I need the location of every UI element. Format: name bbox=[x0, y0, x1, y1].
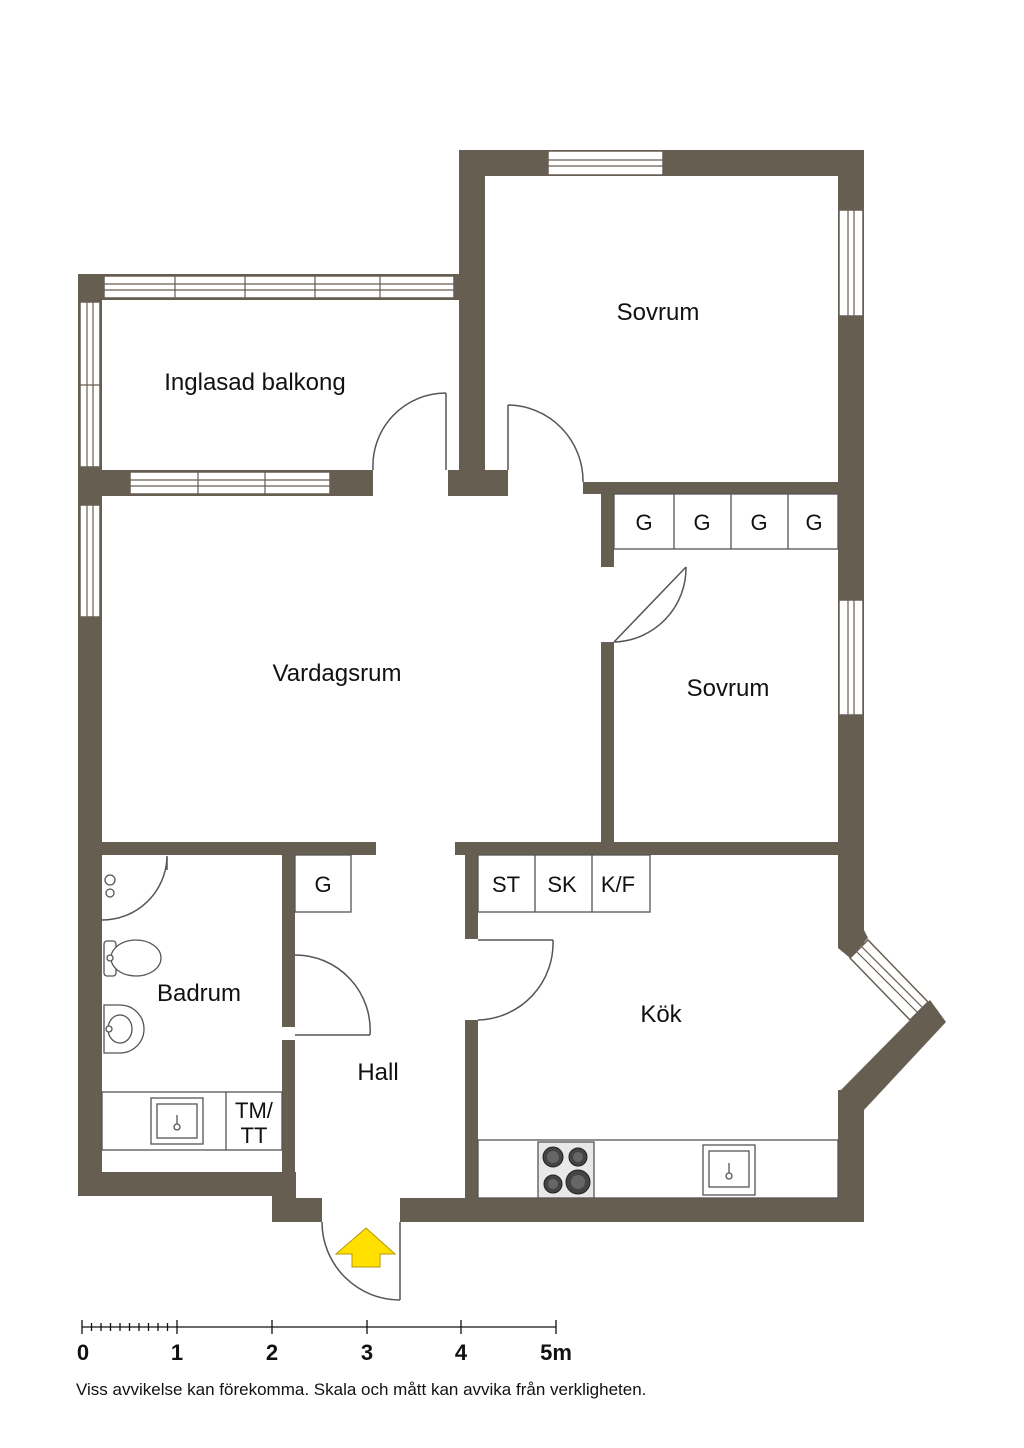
closet-label-sk: SK bbox=[547, 872, 577, 897]
closet-label-tmtt-line1: TM/ bbox=[235, 1098, 274, 1123]
closet-label-tmtt-line2: TT bbox=[241, 1123, 268, 1148]
closet-label-kf: K/F bbox=[601, 872, 635, 897]
room-label-kok: Kök bbox=[640, 1001, 682, 1028]
scale-label: 0 bbox=[77, 1340, 89, 1365]
walls bbox=[78, 150, 946, 1222]
scale-bar bbox=[81, 1320, 557, 1334]
closet-label: G bbox=[314, 872, 331, 897]
toilet-bowl bbox=[110, 939, 162, 977]
windows bbox=[79, 150, 930, 1022]
room-label-sovrum-1: Sovrum bbox=[617, 299, 700, 326]
closet-label: G bbox=[693, 510, 710, 535]
closet-label: G bbox=[805, 510, 822, 535]
entrance-arrow-icon bbox=[334, 1227, 397, 1268]
scale-label: 3 bbox=[361, 1340, 373, 1365]
scale-label: 4 bbox=[455, 1340, 468, 1365]
shower-curve bbox=[101, 857, 168, 921]
room-label-hall: Hall bbox=[357, 1059, 398, 1086]
room-label-vardagsrum: Vardagsrum bbox=[273, 660, 402, 687]
bathroom-fixtures bbox=[101, 856, 204, 1145]
room-label-sovrum-2: Sovrum bbox=[687, 675, 770, 702]
kitchen-fixtures bbox=[537, 1141, 756, 1199]
room-label-inglasad-balkong: Inglasad balkong bbox=[164, 369, 345, 396]
disclaimer-text: Viss avvikelse kan förekomma. Skala och … bbox=[76, 1380, 647, 1399]
closet-label-st: ST bbox=[492, 872, 520, 897]
scale-label: 1 bbox=[171, 1340, 183, 1365]
room-label-badrum: Badrum bbox=[157, 980, 241, 1007]
scale-label: 2 bbox=[266, 1340, 278, 1365]
doors bbox=[294, 392, 687, 1301]
closet-label: G bbox=[750, 510, 767, 535]
closet-label: G bbox=[635, 510, 652, 535]
scale-label: 5m bbox=[540, 1340, 572, 1365]
